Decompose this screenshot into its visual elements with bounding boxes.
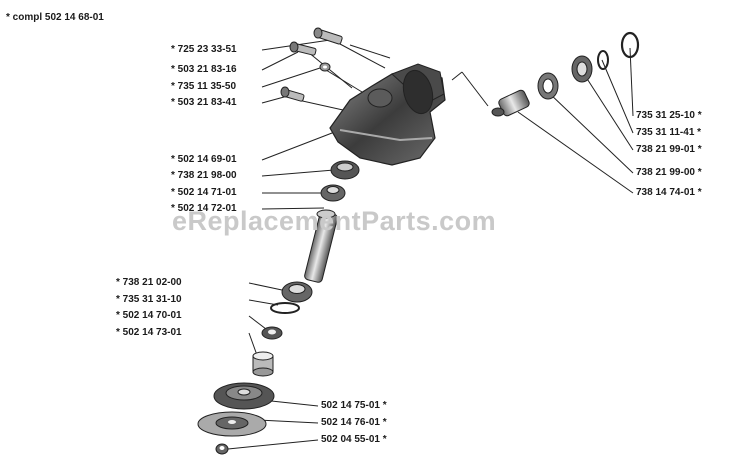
part-label: 502 14 76-01 *: [321, 417, 387, 428]
part-label: * 502 14 70-01: [116, 310, 182, 321]
part-label: * 502 14 71-01: [171, 187, 237, 198]
part-label: * 725 23 33-51: [171, 44, 237, 55]
leader-lines-left: [248, 39, 391, 359]
bearing-738-21-98-00: [330, 160, 360, 180]
part-label: 738 21 99-00 *: [636, 167, 702, 178]
part-label: 502 14 75-01 *: [321, 400, 387, 411]
part-label: 502 04 55-01 *: [321, 434, 387, 445]
disc-502-14-75-01: [213, 382, 275, 410]
watermark: eReplacementParts.com: [172, 206, 497, 236]
part-label: 738 21 99-01 *: [636, 144, 702, 155]
spindle-738-14-74-01: [491, 89, 530, 117]
part-label: * 735 11 35-50: [171, 81, 237, 92]
part-label: 735 31 11-41 *: [636, 127, 702, 138]
shaft-502-14-72-01: [304, 209, 338, 283]
circlip-735-31-25-10: [620, 31, 640, 59]
disc-502-14-76-01: [197, 411, 267, 437]
part-label: * 502 14 72-01: [171, 203, 237, 214]
part-label: * 738 21 98-00: [171, 170, 237, 181]
washer-735-11-35-50: [319, 62, 331, 72]
sleeve-502-14-73-01: [252, 351, 274, 377]
bolt-503-21-83-41: [280, 86, 305, 102]
part-label: * 502 14 69-01: [171, 154, 237, 165]
gear-housing-502-14-69-01: [329, 63, 446, 166]
bolt-725-23-33-51: [313, 27, 343, 45]
ring-735-31-11-41: [597, 50, 609, 70]
gear-502-14-71-01: [320, 184, 346, 202]
bearing-738-21-99-01: [571, 55, 593, 83]
part-label: * 735 31 31-10: [116, 294, 182, 305]
part-label: * 502 14 73-01: [116, 327, 182, 338]
part-label: * 503 21 83-41: [171, 97, 237, 108]
part-label: * 738 21 02-00: [116, 277, 182, 288]
washer-502-14-70-01: [261, 326, 283, 340]
circlip-735-31-31-10: [270, 302, 300, 314]
part-label: * 503 21 83-16: [171, 64, 237, 75]
assembly-title: * compl 502 14 68-01: [6, 12, 104, 23]
bearing-738-21-02-00: [281, 281, 313, 303]
nut-502-04-55-01: [215, 443, 229, 455]
part-label: 735 31 25-10 *: [636, 110, 702, 121]
bearing-738-21-99-00: [537, 72, 559, 100]
bolt-503-21-83-16: [289, 41, 317, 56]
part-label: 738 14 74-01 *: [636, 187, 702, 198]
